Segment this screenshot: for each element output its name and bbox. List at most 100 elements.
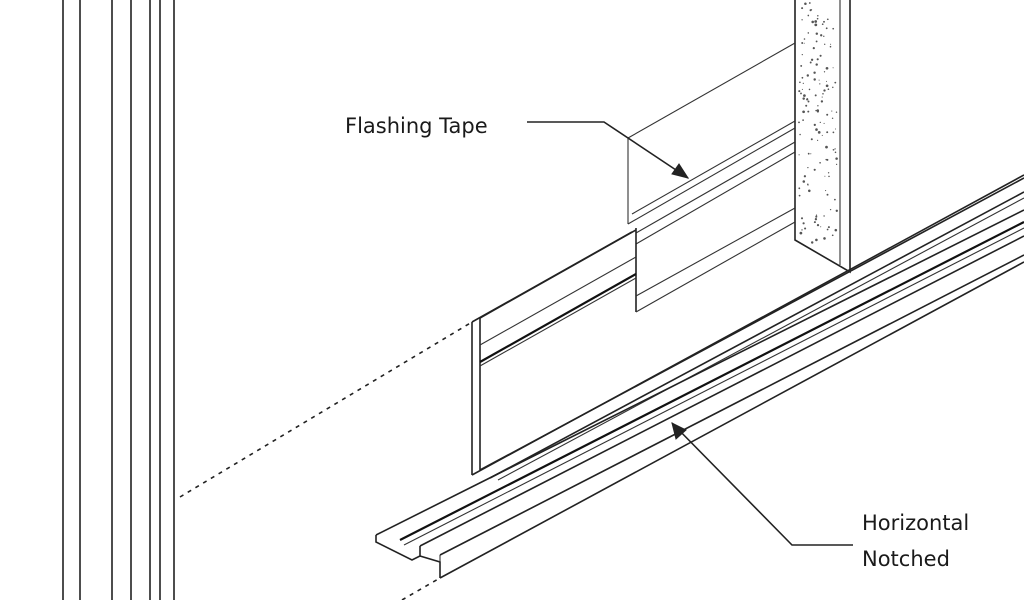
speckle-dot [803,38,806,40]
speckle-dot [799,231,803,235]
speckle-dot [832,86,834,89]
speckle-dot [798,187,801,190]
speckle-dot [815,40,818,43]
speckle-dot [802,180,806,183]
speckle-dot [807,152,810,155]
speckle-dot [825,66,829,70]
speckle-dot [823,35,825,37]
speckle-dot [808,189,811,193]
speckle-dot [834,148,836,150]
speckle-dot [807,166,809,169]
speckle-dot [815,63,818,66]
speckle-dot [798,90,801,93]
speckle-dot [810,58,814,61]
speckle-dot [830,43,832,45]
speckle-dot [808,2,811,4]
speckle-dot [826,193,829,196]
speckle-dot [821,23,824,26]
speckle-dot [798,121,800,124]
speckle-dot [834,228,838,232]
speckle-dot [798,194,801,197]
arrowhead-icon [671,163,690,179]
speckle-dot [802,82,804,84]
speckle-dot [807,32,810,34]
speckle-dot [810,153,812,155]
speckled-panel [794,0,851,274]
horizontal-notched-label-line1: Horizontal [862,511,969,535]
flashing-tape-sheet [627,42,796,313]
speckle-dot [802,97,805,100]
speckle-dot [827,172,830,174]
speckle-dot [835,157,838,160]
speckle-dot [824,43,826,45]
speckle-dot [834,81,837,84]
speckle-dot [829,208,832,211]
flashing-tape-callout: Flashing Tape [345,114,690,179]
speckle-dot [825,158,827,161]
speckle-dot [801,76,804,79]
speckle-dot [802,110,805,114]
speckle-dot [819,121,821,124]
speckle-dot [825,145,828,149]
speckle-dot [814,218,818,221]
speckle-dot [816,223,820,227]
speckle-dot [819,83,821,85]
speckle-dot [835,111,838,113]
speckle-dot [831,234,834,237]
speckle-dot [831,117,834,120]
speckle-dot [817,105,819,107]
speckle-dot [807,110,810,113]
speckle-dot [826,113,829,116]
speckle-dot [801,88,803,90]
speckle-dot [809,61,812,64]
speckle-dot [801,42,804,44]
speckle-dot [808,88,811,91]
speckle-dot [815,215,818,218]
speckle-dot [823,237,826,240]
speckle-dot [800,64,803,67]
speckle-dot [820,100,824,103]
speckle-dot [823,71,826,73]
speckle-dot [805,104,808,107]
speckle-dot [817,15,819,17]
back-flashing-panel [471,229,637,475]
speckle-dot [815,214,818,216]
speckle-dot [803,94,806,97]
speckle-dot [812,47,815,50]
speckle-dot [831,110,833,112]
horizontal-notched-label-line2: Notched [862,547,950,571]
horizontal-notched-flashing [375,174,1024,579]
speckle-dot [816,58,819,61]
speckle-dot [799,81,801,84]
speckle-dot [807,100,810,103]
speckle-dot [835,163,838,166]
speckle-dot [803,42,805,44]
speckle-dot [806,98,809,100]
speckle-dot [801,7,804,10]
speckle-dot [826,228,829,231]
left-vertical-frame [62,0,175,600]
speckle-dot [802,222,805,225]
speckle-dot [832,131,835,134]
speckle-dot [823,89,826,92]
speckle-dot [811,20,814,24]
speckle-dot [834,128,837,130]
speckle-dot [806,74,810,77]
speckle-dot [804,227,807,230]
speckle-dot [813,78,816,81]
speckle-dot [825,80,828,82]
speckle-dot [815,109,817,112]
speckle-dot [817,131,821,134]
speckle-dot [819,54,822,57]
speckle-dot [813,168,816,171]
speckle-dot [828,175,830,178]
speckle-dot [801,53,803,56]
speckle-dot [813,221,816,224]
speckle-dot [825,27,828,30]
speckle-dot [832,148,835,151]
speckle-dot [803,175,807,178]
speckle-dot [829,45,832,48]
speckle-dot [823,20,825,23]
flashing-tape-label: Flashing Tape [345,114,488,138]
